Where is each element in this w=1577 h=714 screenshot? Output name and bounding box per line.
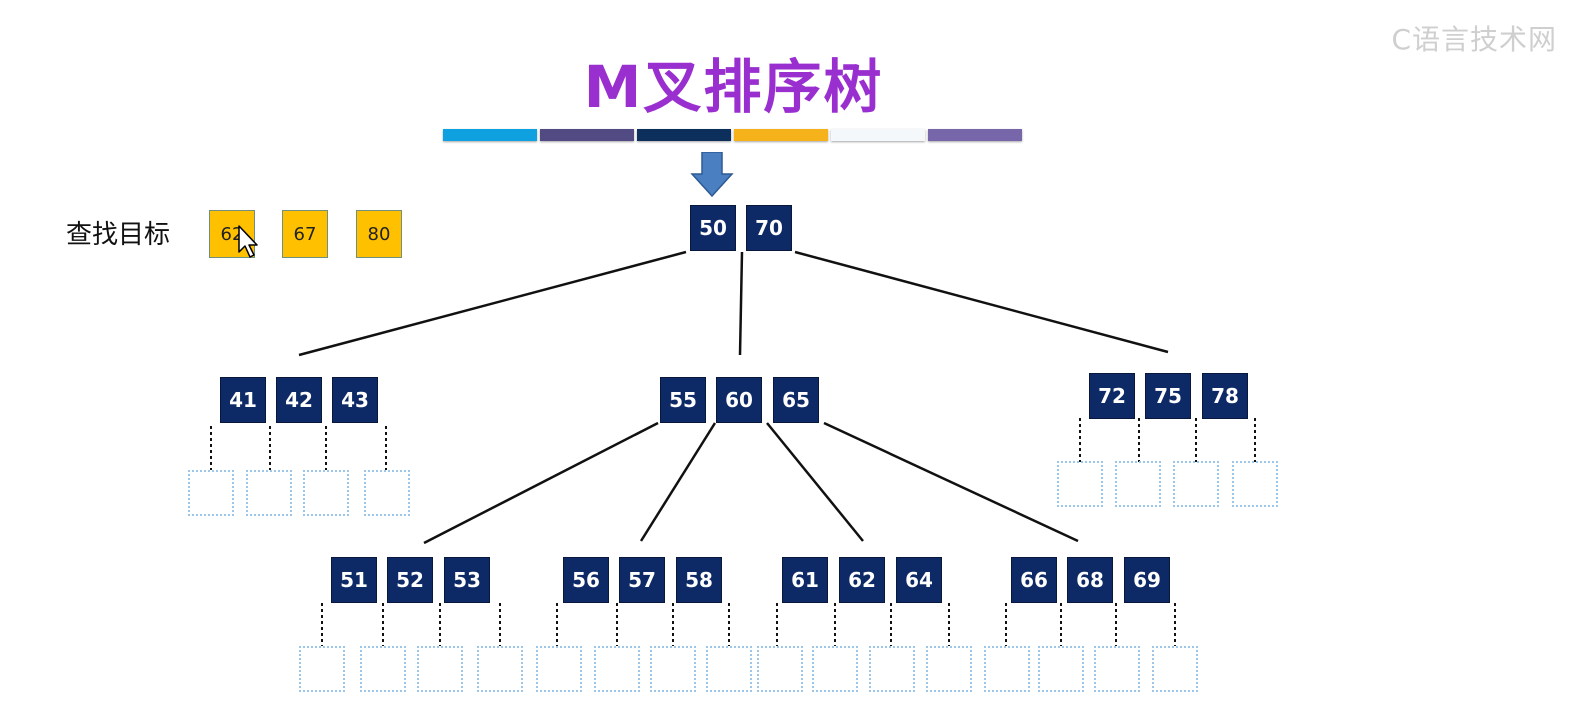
l2-d-key-2: 68 [1067, 557, 1113, 603]
empty-child-slot [299, 646, 345, 692]
empty-child-slot [364, 470, 410, 516]
color-bar-segment-6 [928, 129, 1022, 141]
empty-child-slot [536, 646, 582, 692]
edge-middle-a [423, 421, 659, 545]
l2-a-key-2: 52 [387, 557, 433, 603]
mouse-pointer-icon [238, 225, 258, 258]
l2-b-key-1: 56 [563, 557, 609, 603]
empty-child-slot [303, 470, 349, 516]
color-bar-segment-5 [831, 129, 925, 141]
watermark: C语言技术网 [1391, 23, 1557, 56]
edge-middle-d [823, 421, 1079, 543]
edge-root-right [794, 250, 1169, 354]
empty-child-slot [1038, 646, 1084, 692]
empty-child-slot [869, 646, 915, 692]
l1-right-key-2: 75 [1145, 373, 1191, 419]
color-bar-segment-2 [540, 129, 634, 141]
empty-child-slot [246, 470, 292, 516]
l1-middle-key-3: 65 [773, 377, 819, 423]
page-title: M叉排序树 [583, 53, 884, 121]
l1-right-key-1: 72 [1089, 373, 1135, 419]
l2-c-key-2: 62 [839, 557, 885, 603]
edge-root-middle [738, 251, 744, 356]
root-key-2: 70 [746, 205, 792, 251]
l2-d-key-3: 69 [1124, 557, 1170, 603]
empty-child-slot [984, 646, 1030, 692]
edge-root-left [298, 250, 687, 357]
search-target-2[interactable]: 67 [282, 210, 328, 258]
l1-left-key-3: 43 [332, 377, 378, 423]
l2-c-key-1: 61 [782, 557, 828, 603]
empty-child-slot [1232, 461, 1278, 507]
color-bar-segment-4 [734, 129, 828, 141]
empty-child-slot [477, 646, 523, 692]
empty-child-slot [417, 646, 463, 692]
l1-left-key-2: 42 [276, 377, 322, 423]
empty-child-slot [757, 646, 803, 692]
empty-child-slot [188, 470, 234, 516]
l2-c-key-3: 64 [896, 557, 942, 603]
color-bar [443, 129, 1022, 141]
search-target-label: 查找目标 [66, 220, 171, 250]
l2-b-key-2: 57 [619, 557, 665, 603]
l2-a-key-3: 53 [444, 557, 490, 603]
empty-child-slot [1115, 461, 1161, 507]
null-pointer-edges [210, 418, 1256, 646]
l1-middle-key-1: 55 [660, 377, 706, 423]
l1-middle-key-2: 60 [716, 377, 762, 423]
edge-middle-c [766, 422, 864, 542]
l2-d-key-1: 66 [1011, 557, 1057, 603]
empty-child-slot [706, 646, 752, 692]
l1-right-key-3: 78 [1202, 373, 1248, 419]
l1-left-key-1: 41 [220, 377, 266, 423]
empty-child-slot [926, 646, 972, 692]
empty-child-slot [1173, 461, 1219, 507]
search-target-3[interactable]: 80 [356, 210, 402, 258]
empty-child-slot [1152, 646, 1198, 692]
l2-b-key-3: 58 [676, 557, 722, 603]
color-bar-segment-1 [443, 129, 537, 141]
color-bar-segment-3 [637, 129, 731, 141]
empty-child-slot [1057, 461, 1103, 507]
empty-child-slot [1094, 646, 1140, 692]
l2-a-key-1: 51 [331, 557, 377, 603]
empty-child-slot [650, 646, 696, 692]
root-key-1: 50 [690, 205, 736, 251]
empty-child-slot [360, 646, 406, 692]
empty-child-slot [812, 646, 858, 692]
down-arrow-icon [690, 152, 734, 198]
empty-child-slot [594, 646, 640, 692]
edge-middle-b [639, 422, 717, 542]
